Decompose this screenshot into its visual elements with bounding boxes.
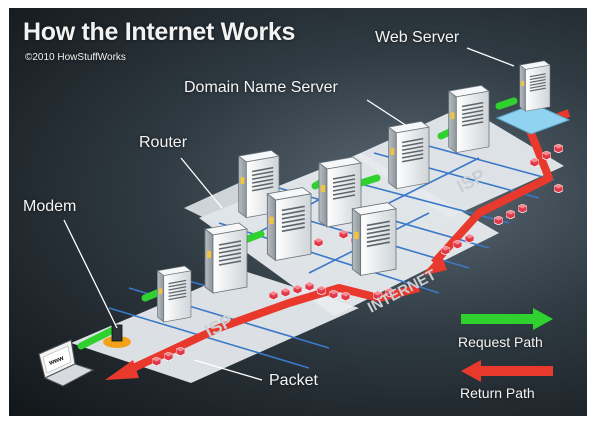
legend-return-label: Return Path: [460, 385, 535, 401]
copyright: ©2010 HowStuffWorks: [25, 52, 126, 63]
internet-diagram: www ISP ISP INTERNET: [38, 47, 571, 387]
diagram-frame: www ISP ISP INTERNET How the Internet Wo…: [9, 8, 587, 416]
server-web: [519, 60, 551, 112]
server-internet-mid: [266, 186, 312, 262]
legend-request-label: Request Path: [458, 334, 543, 350]
router-label: Router: [139, 134, 188, 151]
server-modem-side: [156, 265, 192, 323]
modem-label: Modem: [23, 198, 77, 215]
server-internet-right: [351, 201, 397, 277]
legend-request-arrow: [461, 308, 553, 330]
modem-device: [103, 324, 131, 348]
packet-label: Packet: [269, 372, 318, 389]
server-dns-back: [447, 84, 490, 154]
dns-label: Domain Name Server: [184, 79, 338, 96]
server-isp-bottom: [204, 222, 248, 294]
server-dns-front: [387, 120, 430, 190]
web-server-label: Web Server: [375, 29, 460, 46]
callout-lines: [63, 47, 515, 381]
legend-return-arrow: [461, 360, 553, 382]
page-title: How the Internet Works: [23, 18, 296, 46]
laptop: www: [38, 339, 95, 387]
